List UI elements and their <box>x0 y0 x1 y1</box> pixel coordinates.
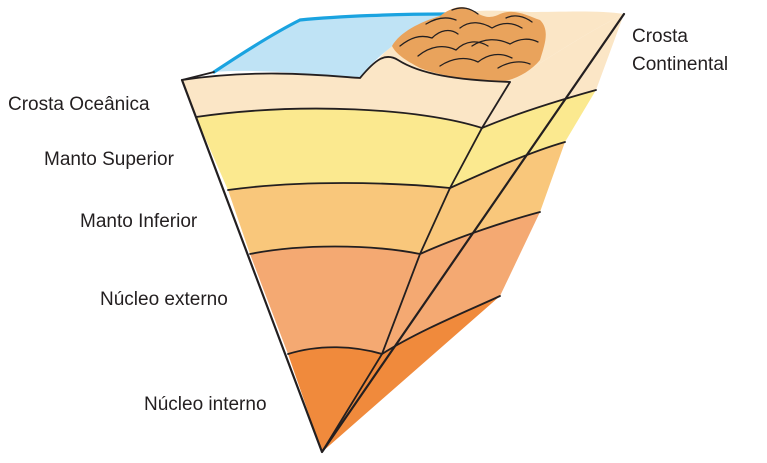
upper-mantle-label: Manto Superior <box>44 149 175 170</box>
oceanic-crust-label: Crosta Oceânica <box>8 94 150 115</box>
crust-left-face <box>182 56 510 128</box>
left-top-edge <box>181 71 215 81</box>
outer-core-label: Núcleo externo <box>100 289 228 310</box>
lower-mantle-right-face <box>420 142 565 254</box>
ocean-surface-line <box>212 12 447 74</box>
lower-mantle-left-face <box>228 183 450 254</box>
upper-mantle-right-face <box>450 90 596 188</box>
mountain-ridges <box>399 7 539 69</box>
front-edge <box>321 81 511 453</box>
continental-crust-label-line1: Crosta <box>632 26 688 47</box>
crust-right-face <box>482 14 624 128</box>
inner-core-right-face <box>322 296 500 452</box>
continental-crust-label-line2: Continental <box>632 54 728 75</box>
inner-core-left-face <box>288 347 382 452</box>
lower-mantle-label: Manto Inferior <box>80 211 198 232</box>
upper-mantle-left-face <box>196 108 482 190</box>
layer-boundaries-front <box>181 56 511 355</box>
wedge-outline <box>180 12 626 454</box>
inner-core-label: Núcleo interno <box>144 394 267 415</box>
ocean-water <box>214 14 445 78</box>
outer-core-left-face <box>250 246 420 354</box>
outer-core-right-face <box>382 212 540 354</box>
